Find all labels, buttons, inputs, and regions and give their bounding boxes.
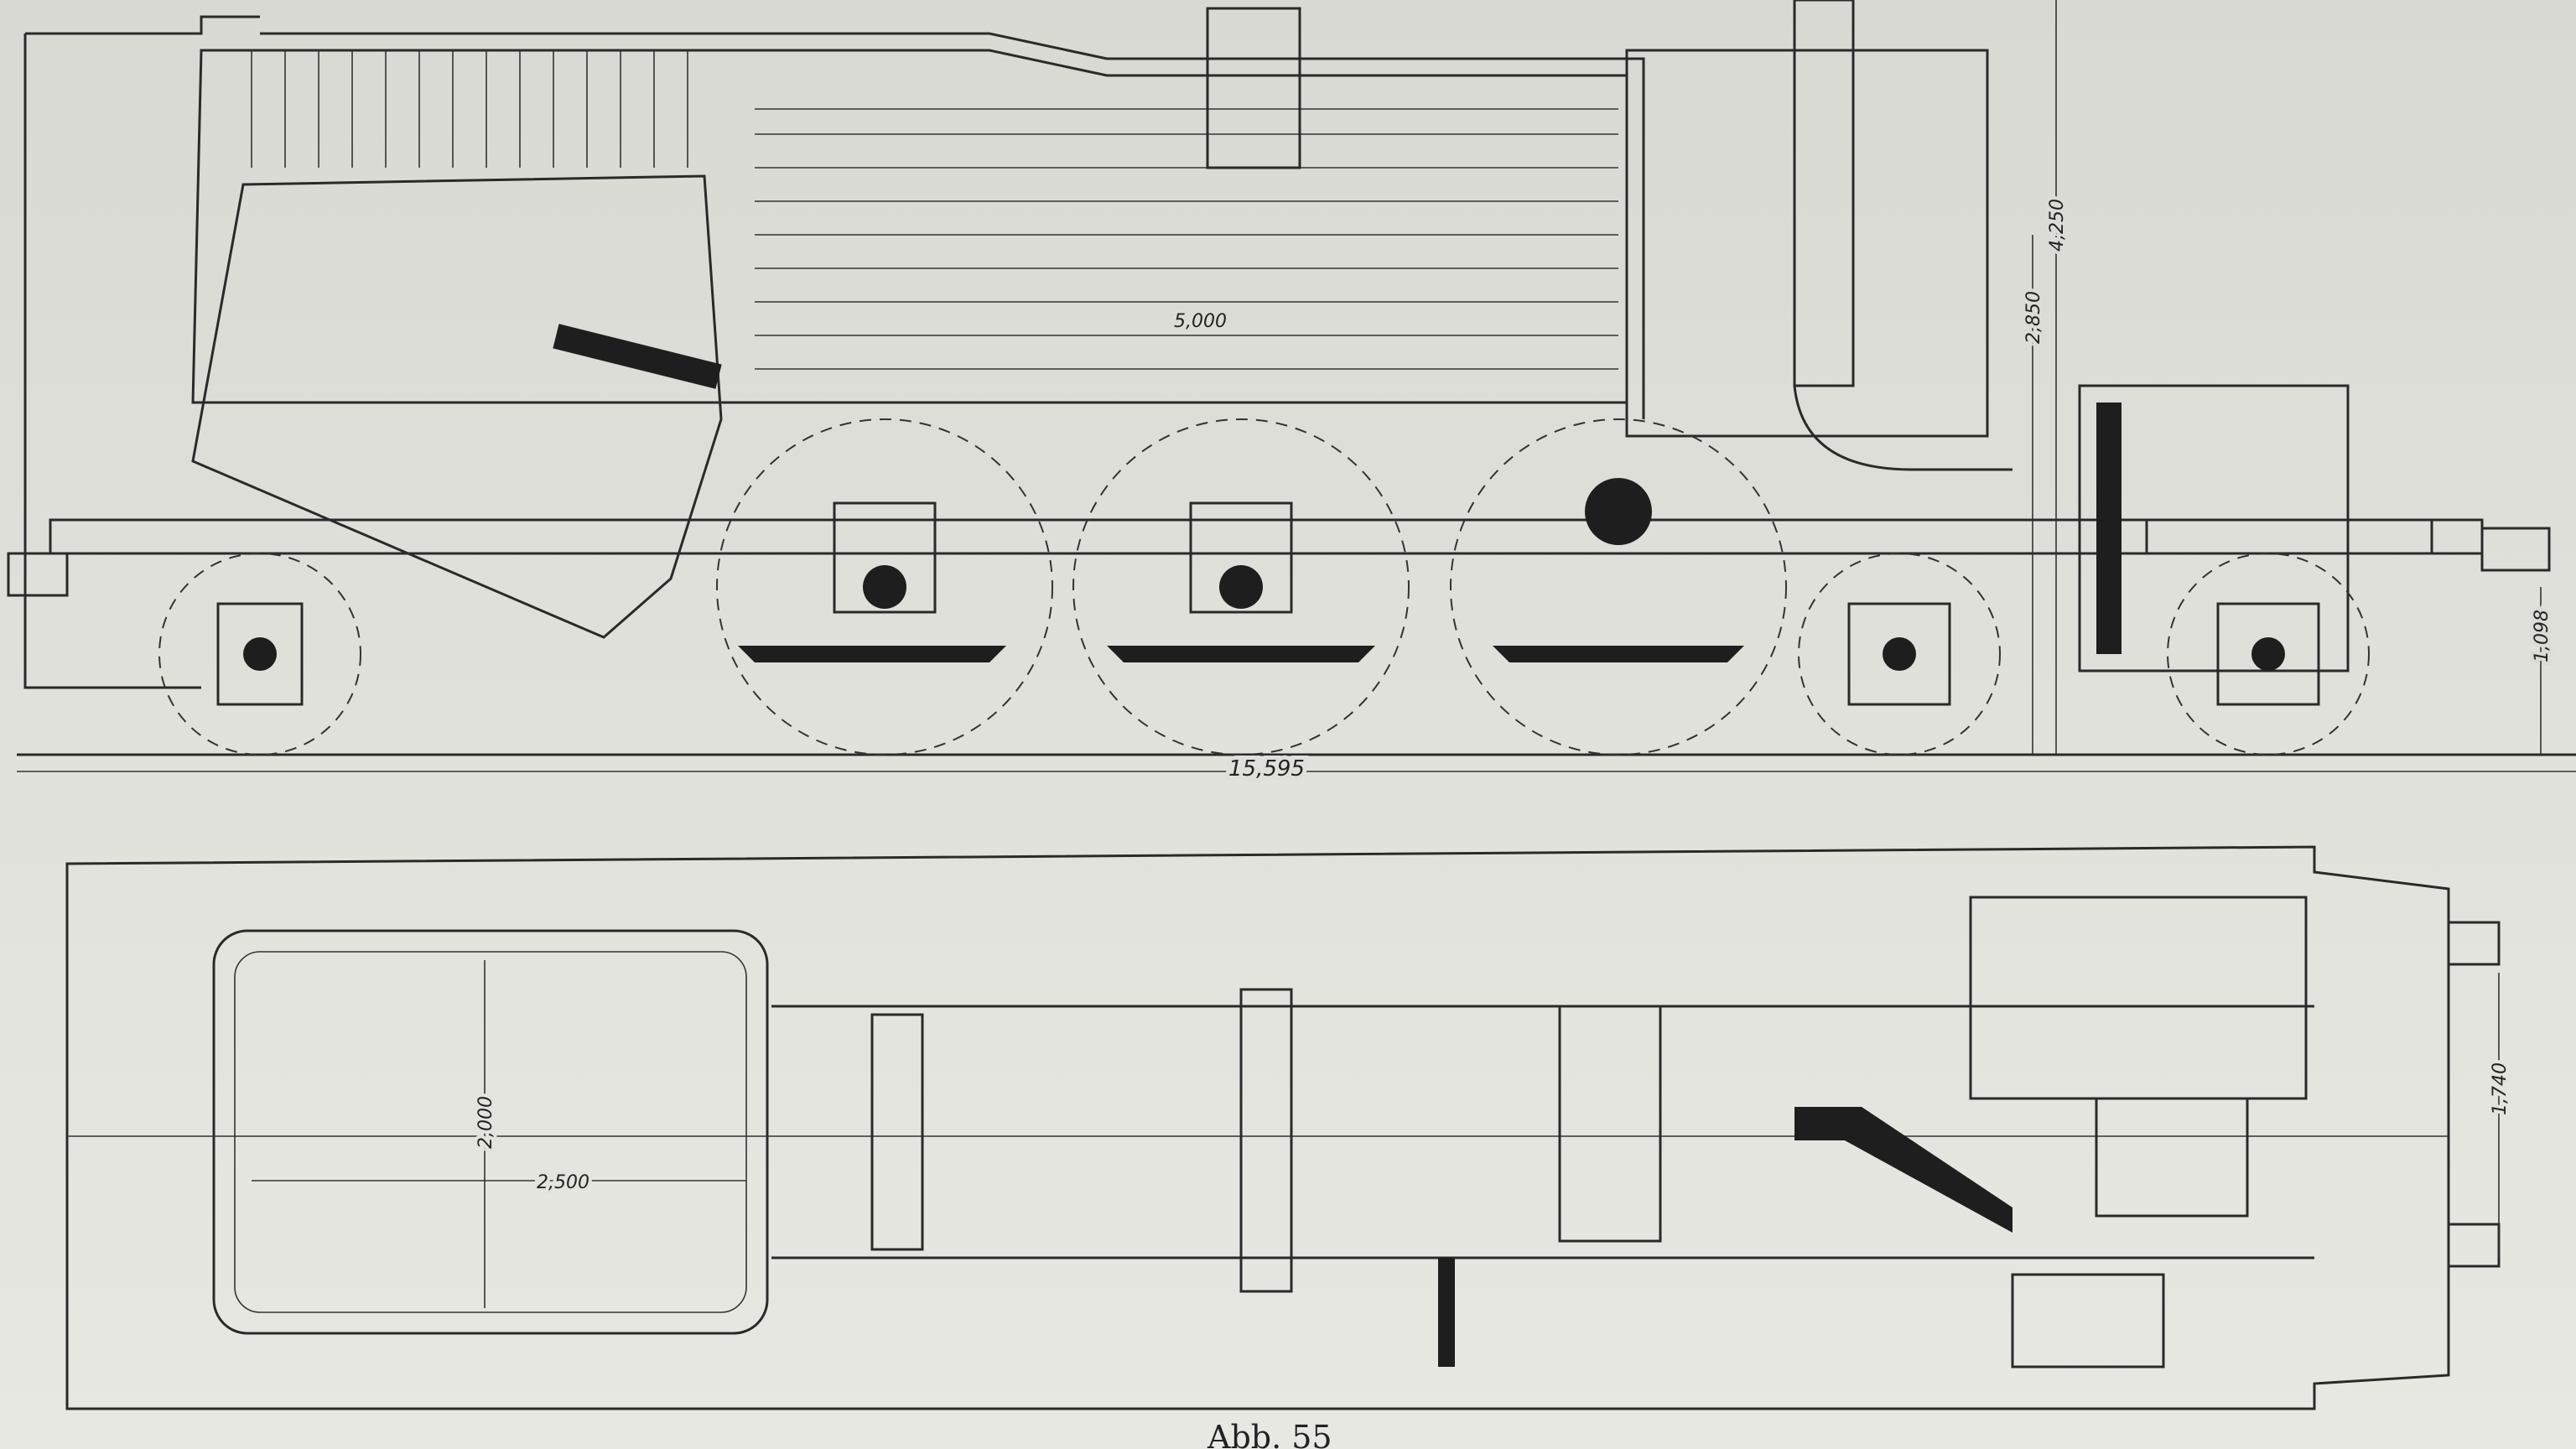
dimension-firebox-width: 2,000 xyxy=(475,1096,496,1149)
chimney xyxy=(1793,0,1855,387)
figure-caption: Abb. 55 xyxy=(1208,1419,1332,1449)
bogie-wheel-1 xyxy=(1798,553,2001,756)
side-elevation xyxy=(7,0,2576,772)
driving-wheel-2 xyxy=(1072,418,1410,756)
steam-dome xyxy=(1206,7,1301,169)
leaf-spring xyxy=(738,646,1006,662)
axle-plan xyxy=(870,1013,924,1251)
leaf-spring xyxy=(1493,646,1744,662)
smokebox-plan xyxy=(1969,896,2308,1100)
piston-rod xyxy=(2145,518,2433,555)
axle-box xyxy=(216,602,304,706)
boiler-tubes xyxy=(755,108,1618,370)
plan-view xyxy=(65,845,2501,1410)
steam-pipe xyxy=(1794,1107,2012,1233)
smokebox xyxy=(1625,49,1989,438)
boiler-outline xyxy=(191,49,1628,404)
dimension-axis-height: 2,850 xyxy=(2023,291,2044,344)
axle-plan xyxy=(1558,1005,1662,1243)
wheels xyxy=(158,418,2370,756)
cylinder-plan xyxy=(2011,1273,2165,1368)
dimension-firebox-length: 2,500 xyxy=(537,1172,589,1193)
axle-box xyxy=(2216,602,2320,706)
buffer-plan xyxy=(2447,921,2501,966)
dimension-boiler-tube-length: 5,000 xyxy=(1174,311,1227,332)
driving-wheel-1 xyxy=(716,418,1053,756)
grate xyxy=(553,324,722,389)
exhaust-pipe xyxy=(1793,385,2012,471)
rear-buffer xyxy=(7,552,69,597)
axle-box xyxy=(1847,602,1951,706)
dimension-buffer-spacing: 1,740 xyxy=(2490,1062,2511,1115)
cylinder-plan xyxy=(2095,1097,2249,1218)
bogie-wheel-2 xyxy=(2167,553,2370,756)
boiler-top xyxy=(260,32,1645,419)
dimension-overall-length: 15,595 xyxy=(1228,756,1305,782)
leaf-spring xyxy=(1107,646,1375,662)
front-buffer xyxy=(2480,527,2551,572)
dimension-buffer-height: 1,098 xyxy=(2532,610,2553,662)
axle-plan xyxy=(1239,988,1293,1293)
cylinder-block xyxy=(2078,384,2350,673)
axle-box xyxy=(833,501,937,614)
axle-box xyxy=(1189,501,1293,614)
plan-outline xyxy=(65,845,2450,1410)
buffer-plan xyxy=(2447,1223,2501,1268)
firebox xyxy=(191,174,723,639)
firebox-stays xyxy=(251,50,688,168)
cab-outline xyxy=(23,15,260,689)
firebox-plan xyxy=(212,929,769,1335)
trailing-wheel xyxy=(158,553,361,756)
driving-wheel-3 xyxy=(1450,418,1787,756)
dimension-height-total: 4,250 xyxy=(2047,199,2068,252)
